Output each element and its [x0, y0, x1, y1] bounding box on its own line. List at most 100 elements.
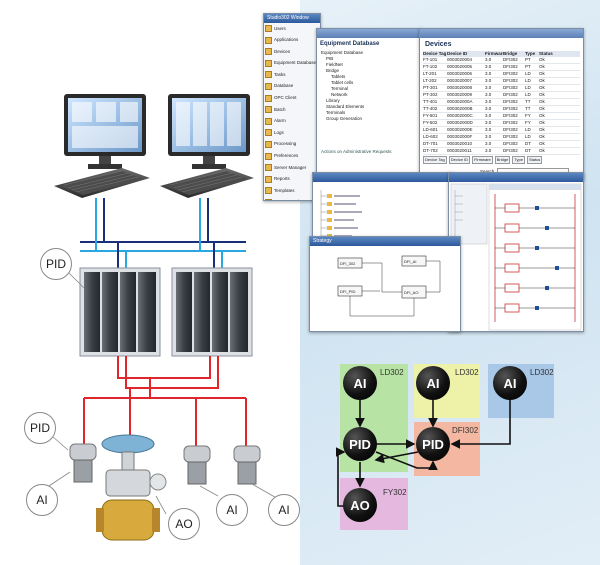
- toolbar-button[interactable]: Type: [512, 156, 525, 164]
- nav-item[interactable]: Tasks: [265, 71, 319, 79]
- strategy-window: Strategy DFI_302 DFI_AI DFI_PID DFI_AO: [309, 236, 461, 332]
- ai-block-2[interactable]: AI: [416, 366, 450, 400]
- tree-node[interactable]: Bridge: [326, 68, 340, 73]
- strategy-graphic: DFI_302 DFI_AI DFI_PID DFI_AO: [337, 255, 441, 317]
- nav-item[interactable]: Templates: [265, 187, 319, 195]
- table-cell: LT-202: [423, 78, 437, 83]
- table-cell: DT-701: [423, 141, 438, 146]
- table-cell: DFI302: [503, 106, 518, 111]
- column-header[interactable]: Bridge: [503, 51, 518, 56]
- column-header[interactable]: Device ID: [447, 51, 468, 56]
- nav-item-label: Tasks: [274, 71, 286, 77]
- ao-block[interactable]: AO: [343, 488, 377, 522]
- toolbar-button[interactable]: Device Tag: [423, 156, 447, 164]
- nav-item-label: Database: [274, 83, 294, 89]
- ai-block-3[interactable]: AI: [493, 366, 527, 400]
- folder-icon: [265, 140, 272, 148]
- column-header[interactable]: Type: [525, 51, 536, 56]
- table-cell: 0003020008: [447, 85, 473, 90]
- table-cell: DFI302: [503, 57, 518, 62]
- table-cell: 000302000E: [447, 127, 473, 132]
- system-diagram: [45, 94, 281, 541]
- nav-item-label: Reports: [274, 176, 290, 182]
- nav-item[interactable]: Batch: [265, 106, 319, 114]
- table-cell: Ok: [539, 99, 545, 104]
- column-header[interactable]: Device Tag: [423, 51, 447, 56]
- table-cell: DFI302: [503, 134, 518, 139]
- column-header[interactable]: Firmware: [485, 51, 503, 56]
- nav-item-label: Users: [274, 25, 286, 31]
- table-cell: TT-401: [423, 99, 438, 104]
- table-cell: 000302000C: [447, 113, 473, 118]
- nav-item[interactable]: Devices: [265, 48, 319, 56]
- tree-node[interactable]: Tablets: [331, 74, 346, 79]
- toolbar-button[interactable]: Firmware: [472, 156, 493, 164]
- tree-node[interactable]: PIB: [326, 56, 334, 61]
- tree-node[interactable]: FieldNet: [326, 62, 343, 67]
- nav-item[interactable]: Equipment Database: [265, 59, 319, 67]
- zone-tag-5: FY302: [383, 488, 407, 497]
- ao-callout: AO: [168, 508, 200, 540]
- column-header[interactable]: Status: [539, 51, 553, 56]
- nav-item[interactable]: Reports: [265, 175, 319, 183]
- pid-block-2[interactable]: PID: [416, 427, 450, 461]
- nav-item[interactable]: Server Manager: [265, 164, 319, 172]
- monitor-2: [168, 94, 250, 169]
- keyboard-1: [54, 168, 150, 198]
- tree-node[interactable]: Standard Elements: [326, 104, 365, 109]
- table-cell: 3.0: [485, 57, 492, 62]
- nav-item[interactable]: Database: [265, 82, 319, 90]
- tree-node[interactable]: Network: [331, 92, 348, 97]
- nav-item[interactable]: OPC Client: [265, 94, 319, 102]
- nav-item[interactable]: Applications: [265, 36, 319, 44]
- table-cell: LD: [525, 71, 531, 76]
- nav-item[interactable]: Processing: [265, 140, 319, 148]
- table-cell: 3.0: [485, 120, 492, 125]
- zone-tag-3: LD302: [530, 368, 554, 377]
- nav-item-label: Devices: [274, 48, 291, 54]
- tree-node[interactable]: Terminal: [331, 86, 349, 91]
- nav-item[interactable]: Users: [265, 25, 319, 32]
- nav-item[interactable]: Preferences: [265, 152, 319, 160]
- toolbar-button[interactable]: Device ID: [448, 156, 471, 164]
- toolbar-button[interactable]: Status: [526, 156, 543, 164]
- transmitter-2: [183, 445, 211, 485]
- nav-item[interactable]: Alarm: [265, 117, 319, 125]
- tree-node[interactable]: Group Generation: [326, 116, 363, 121]
- table-cell: 3.0: [485, 127, 492, 132]
- nav-item[interactable]: Documentation: [265, 198, 319, 200]
- nav-item[interactable]: Logs: [265, 129, 319, 137]
- table-cell: 3.0: [485, 99, 492, 104]
- toolbar-button[interactable]: Bridge: [494, 156, 511, 164]
- nav-item-label: Preferences: [274, 153, 299, 159]
- pid-callout-top: PID: [40, 248, 72, 280]
- search-label: Search: [480, 169, 494, 175]
- tree-node[interactable]: Tablet cells: [331, 80, 354, 85]
- tree-node[interactable]: Equipment Database: [321, 50, 364, 55]
- table-cell: 000302000A: [447, 99, 473, 104]
- ai-block-1[interactable]: AI: [343, 366, 377, 400]
- tree-node[interactable]: Terminals: [326, 110, 346, 115]
- nav-item-label: Templates: [274, 187, 295, 193]
- pid-block-1[interactable]: PID: [343, 427, 377, 461]
- folder-icon: [265, 106, 272, 114]
- tree-graphic: [320, 190, 362, 240]
- tree-node[interactable]: Library: [326, 98, 340, 103]
